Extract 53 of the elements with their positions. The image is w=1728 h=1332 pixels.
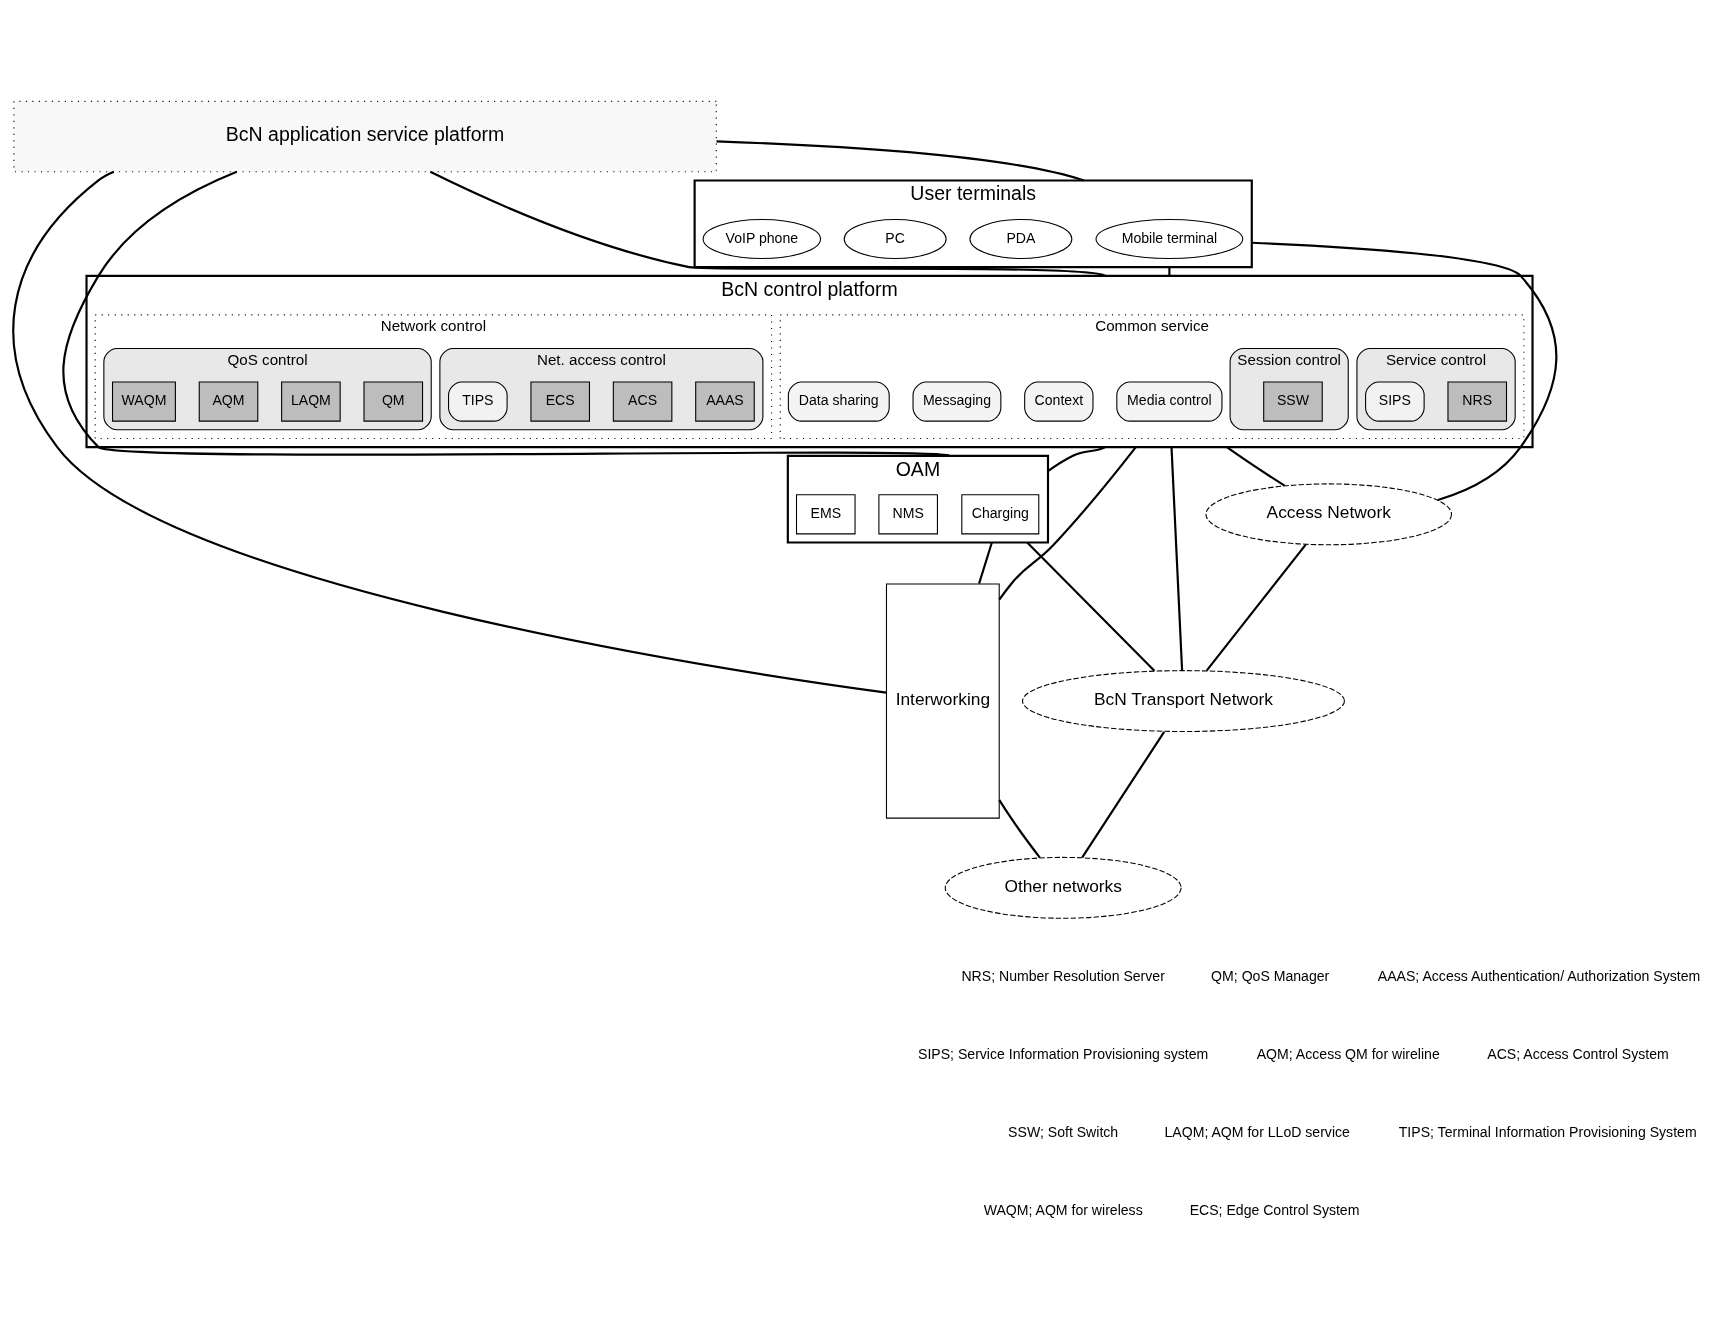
- node-box: TIPS: [448, 381, 508, 422]
- label: LAQM; AQM for LLoD service: [1164, 1123, 1350, 1140]
- node-box: SSW: [1263, 381, 1323, 422]
- node-box: AQM: [198, 381, 259, 422]
- node-ellipse: Mobile terminal: [1095, 218, 1244, 260]
- label: AQM; Access QM for wireline: [1256, 1045, 1440, 1062]
- node-ellipse: PC: [843, 218, 947, 260]
- node-ellipse: Access Network: [1205, 483, 1453, 546]
- label: QM; QoS Manager: [1211, 967, 1330, 984]
- connector: [1026, 541, 1156, 672]
- node-box: NMS: [878, 494, 938, 535]
- connector: [1047, 446, 1106, 473]
- connector: [978, 542, 993, 584]
- node-box: WAQM: [112, 381, 176, 422]
- node-box: QM: [363, 381, 424, 422]
- connector: [716, 140, 1085, 182]
- node-box: Media control: [1116, 381, 1223, 422]
- connector: [998, 446, 1137, 601]
- connector: [62, 170, 950, 457]
- label: ECS; Edge Control System: [1189, 1201, 1360, 1218]
- node-box: Charging: [961, 494, 1040, 535]
- node-box: BcN application service platform: [13, 100, 717, 173]
- node-ellipse: Other networks: [944, 856, 1182, 919]
- node-box: LAQM: [281, 381, 341, 422]
- node-box: Messaging: [912, 381, 1002, 422]
- label: AAAS; Access Authentication/ Authorization System: [1377, 967, 1701, 984]
- label: WAQM; AQM for wireless: [983, 1201, 1143, 1218]
- connector: [998, 799, 1041, 859]
- node-box: NRS: [1447, 381, 1508, 422]
- node-box: ACS: [612, 381, 673, 422]
- node-ellipse: VoIP phone: [702, 218, 822, 260]
- label: ACS; Access Control System: [1487, 1045, 1669, 1062]
- node-box: Data sharing: [787, 381, 890, 422]
- node-ellipse: PDA: [969, 218, 1073, 260]
- connector: [12, 170, 887, 694]
- label: TIPS; Terminal Information Provisioning System: [1398, 1123, 1697, 1140]
- node-box: EMS: [795, 494, 856, 535]
- node-box: ECS: [530, 381, 590, 422]
- connector: [1168, 267, 1171, 276]
- label: SSW; Soft Switch: [1008, 1123, 1119, 1140]
- connector: [429, 170, 1106, 277]
- connector: [1205, 544, 1307, 672]
- node-ellipse: BcN Transport Network: [1022, 670, 1345, 733]
- connector: [1081, 731, 1166, 859]
- connector: [1251, 241, 1558, 502]
- label: SIPS; Service Information Provisioning system: [918, 1045, 1209, 1062]
- connector: [1226, 446, 1286, 487]
- connector: [1170, 447, 1184, 671]
- node-box: Interworking: [885, 583, 1000, 819]
- label: NRS; Number Resolution Server: [961, 967, 1165, 984]
- node-box: Context: [1024, 381, 1094, 422]
- node-box: SIPS: [1365, 381, 1425, 422]
- node-box: AAAS: [695, 381, 755, 422]
